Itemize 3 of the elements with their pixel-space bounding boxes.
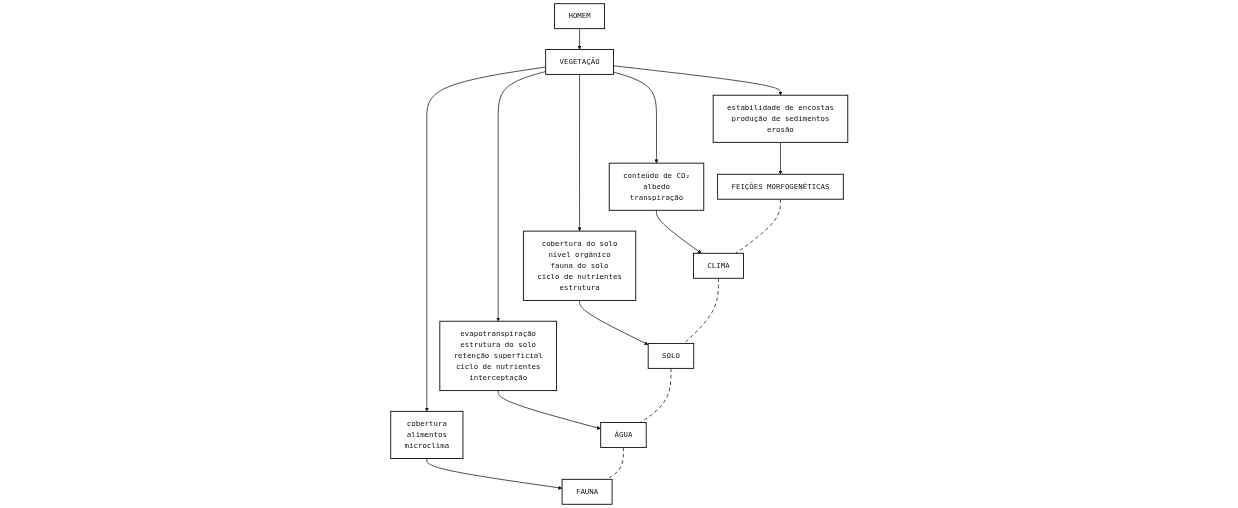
connector	[735, 198, 781, 254]
connector	[606, 447, 624, 480]
connector	[683, 277, 719, 344]
